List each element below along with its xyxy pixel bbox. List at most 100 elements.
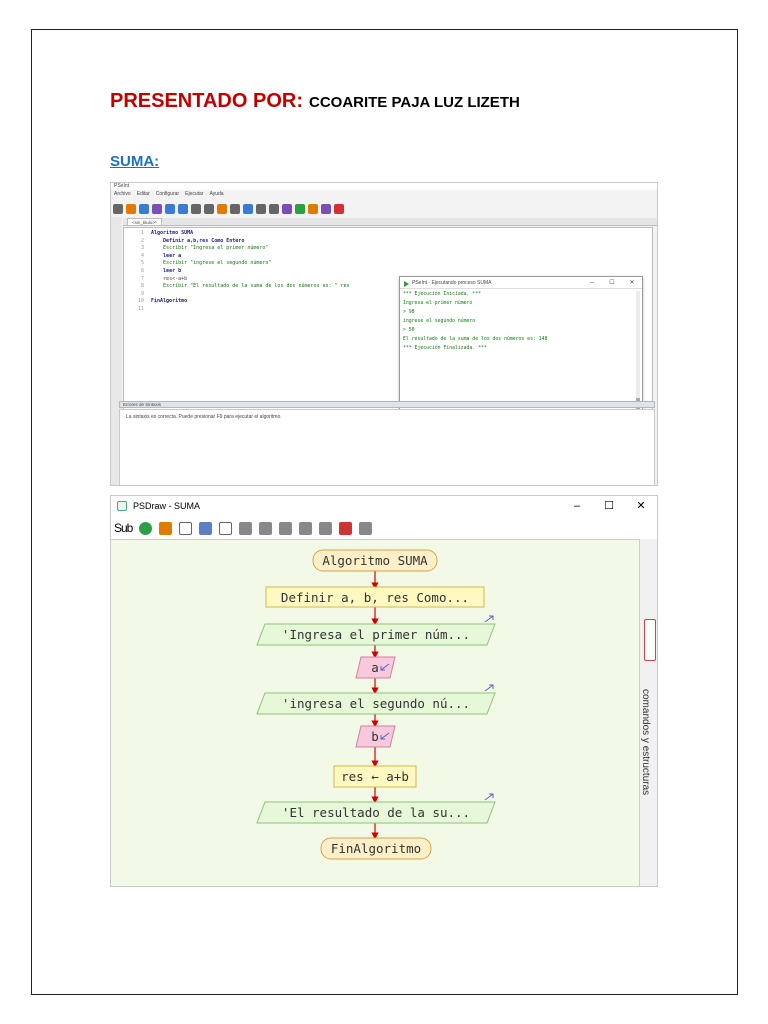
run-icon[interactable] [139, 521, 153, 535]
flowchart-canvas[interactable]: Algoritmo SUMA Definir a, b, res Como...… [111, 539, 639, 886]
output-line: > 50 [403, 328, 415, 333]
menu-ejecutar[interactable]: Ejecutar [185, 191, 204, 197]
pseint-toolbar [113, 200, 344, 217]
indent-icon[interactable] [230, 203, 240, 214]
sub-button[interactable]: Sub [114, 521, 133, 535]
output-2-label: 'ingresa el segundo nú... [282, 696, 470, 711]
define-process[interactable] [265, 586, 485, 608]
maximize-button[interactable]: ☐ [609, 280, 615, 286]
paste-icon[interactable] [217, 203, 227, 214]
code-line: 11 [137, 305, 144, 312]
input-arrow-icon [380, 732, 390, 740]
execution-output: *** Ejecución Iniciada. *** Ingresa el p… [400, 289, 636, 413]
output-shape-2[interactable] [256, 692, 496, 715]
new-file-icon[interactable] [113, 203, 123, 214]
step-icon[interactable] [308, 203, 318, 214]
comments-icon[interactable] [259, 521, 273, 535]
code-line: 5 Escribir "ingrese el segundo número" [140, 260, 272, 267]
output-line: *** Ejecución Iniciada. *** [403, 292, 481, 297]
execution-title: PSeInt - Ejecutando proceso SUMA [412, 280, 492, 286]
code-line: 4 leer a [140, 252, 182, 259]
flowchart-icon[interactable] [239, 521, 253, 535]
menu-archivo[interactable]: Archivo [114, 191, 131, 197]
minimize-button[interactable]: – [573, 500, 581, 512]
close-button[interactable]: ✕ [629, 280, 635, 286]
output-shape-3[interactable] [256, 801, 496, 824]
copy-icon[interactable] [204, 203, 214, 214]
output-line: *** Ejecución Finalizada. *** [403, 346, 487, 351]
zoom-icon[interactable] [199, 521, 213, 535]
flowchart-svg: Algoritmo SUMA Definir a, b, res Como...… [256, 549, 496, 860]
tab-sin-titulo[interactable]: <sin_titulo>* [127, 218, 162, 226]
code-line: 8 Escribir "El resultado de la suma de l… [140, 283, 350, 290]
maximize-button[interactable]: ☐ [604, 500, 614, 512]
save-icon[interactable] [179, 521, 193, 535]
open-file-icon[interactable] [126, 203, 136, 214]
output-arrow-icon [484, 793, 494, 801]
author-heading: PRESENTADO POR:CCOARITE PAJA LUZ LIZETH [110, 90, 520, 113]
minimize-button[interactable]: – [590, 280, 594, 286]
menu-editar[interactable]: Editar [136, 191, 150, 197]
end-label: FinAlgoritmo [331, 841, 421, 856]
pseint-title: PSeInt [114, 183, 130, 189]
structure-icons[interactable] [644, 619, 656, 661]
output-1-label: 'Ingresa el primer núm... [282, 627, 470, 642]
menu-ayuda[interactable]: Ayuda [209, 191, 224, 197]
play-icon [404, 281, 409, 287]
start-terminal[interactable] [312, 549, 438, 572]
undo-icon[interactable] [165, 203, 175, 214]
help-icon[interactable] [334, 203, 344, 214]
find-next-icon[interactable] [256, 203, 266, 214]
commands-panel[interactable]: comandos y estructuras [639, 539, 657, 886]
end-terminal[interactable] [320, 837, 432, 860]
export-icon[interactable] [319, 521, 333, 535]
format-icon[interactable] [282, 203, 292, 214]
cut-icon[interactable] [191, 203, 201, 214]
code-line: 2 Definir a,b,res Como Entero [140, 237, 245, 244]
find-icon[interactable] [243, 203, 253, 214]
input-shape-b[interactable] [355, 725, 396, 748]
code-icon[interactable] [299, 521, 313, 535]
execution-title-bar: PSeInt - Ejecutando proceso SUMA – ☐ ✕ [400, 277, 642, 289]
syntax-errors-header: Errores de Sintaxis [119, 401, 655, 408]
window-controls: – ☐ ✕ [582, 277, 642, 289]
output-line: > 98 [403, 310, 415, 315]
side-tabs[interactable] [111, 217, 122, 485]
menu-configurar[interactable]: Configurar [155, 191, 180, 197]
editor-tab-bar: <sin_titulo>* [123, 218, 657, 226]
fit-icon[interactable] [219, 521, 233, 535]
save-as-icon[interactable] [152, 203, 162, 214]
output-line: ingrese el segundo número [403, 319, 476, 324]
close-button[interactable]: ✕ [636, 500, 646, 512]
vertical-scrollbar[interactable] [636, 291, 640, 411]
pseint-title-bar: PSeInt [111, 183, 657, 190]
replace-icon[interactable] [269, 203, 279, 214]
redo-icon[interactable] [178, 203, 188, 214]
assign-process[interactable] [333, 765, 417, 788]
psdraw-title-bar: PSDraw - SUMA – ☐ ✕ [111, 496, 657, 516]
page-border [31, 29, 738, 995]
syntax-errors-message: La sintaxis es correcta. Puede presionar… [126, 414, 282, 420]
execution-window: PSeInt - Ejecutando proceso SUMA – ☐ ✕ *… [399, 276, 643, 424]
run-icon[interactable] [295, 203, 305, 214]
output-shape-1[interactable] [256, 623, 496, 646]
syntax-errors-panel: La sintaxis es correcta. Puede presionar… [119, 409, 655, 485]
help-icon[interactable] [339, 521, 353, 535]
step-icon[interactable] [159, 521, 173, 535]
pseint-screenshot: PSeInt Archivo Editar Configurar Ejecuta… [110, 182, 658, 486]
input-b-label: b [371, 729, 379, 744]
output-arrow-icon [484, 615, 494, 623]
output-line: Ingresa el primer número [403, 301, 473, 306]
flowchart-icon[interactable] [321, 203, 331, 214]
save-icon[interactable] [139, 203, 149, 214]
close-icon[interactable] [359, 521, 373, 535]
code-line: 7 res<-a+b [140, 275, 188, 282]
output-3-label: 'El resultado de la su... [282, 805, 470, 820]
author-name: CCOARITE PAJA LUZ LIZETH [308, 94, 520, 111]
input-shape-a[interactable] [355, 656, 396, 679]
text-icon[interactable] [279, 521, 293, 535]
output-arrow-icon [484, 684, 494, 692]
